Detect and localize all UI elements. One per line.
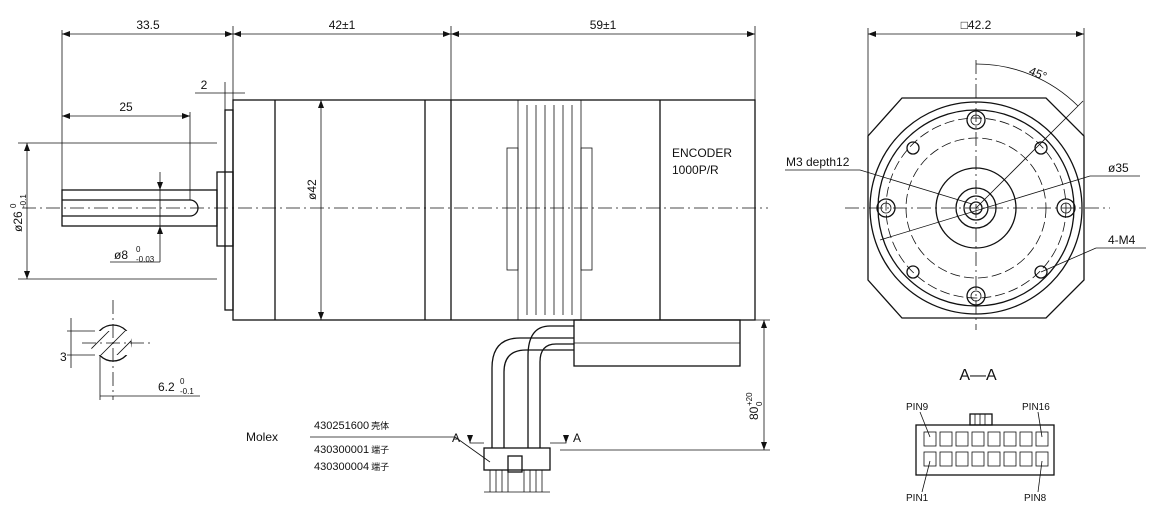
front-view: 45° □42.2 M3 depth12 ø35 4-M4 (785, 18, 1146, 330)
svg-text:80: 80 (747, 406, 761, 420)
dim-square: □42.2 (961, 18, 992, 32)
encoder-label: ENCODER (672, 146, 732, 160)
dim-shaft-length: 33.5 (136, 18, 160, 32)
svg-text:-0.03: -0.03 (136, 255, 155, 264)
dim-gearbox-length: 42±1 (329, 18, 356, 32)
label-pin8: PIN8 (1024, 493, 1047, 504)
svg-text:0: 0 (755, 401, 764, 406)
svg-text:+20: +20 (745, 392, 754, 406)
output-shaft (61, 189, 218, 227)
dim-motor-length: 59±1 (590, 18, 617, 32)
connector-plug (483, 447, 551, 493)
svg-text:-0.1: -0.1 (19, 194, 28, 208)
shaft-section: 3 6.2 0 -0.1 (60, 300, 200, 400)
svg-text:0: 0 (180, 377, 185, 386)
dim-flat-width: 6.2 0 -0.1 (158, 377, 194, 396)
front-flange-outline (867, 97, 1085, 319)
svg-text:ø8: ø8 (114, 248, 128, 262)
encoder-cables (491, 325, 574, 448)
svg-text:0: 0 (136, 245, 141, 254)
motor-fins (506, 100, 593, 320)
label-pin9: PIN9 (906, 402, 929, 413)
shaft-flat (62, 199, 199, 217)
dim-flat-length: 25 (119, 100, 133, 114)
label-m3-depth: M3 depth12 (786, 155, 850, 169)
dim-flange: 2 (201, 78, 208, 92)
section-a-a: A—A PIN9 PIN16 PIN1 PIN8 (906, 367, 1055, 504)
connector-face (915, 424, 1055, 476)
svg-text:0: 0 (9, 203, 18, 208)
svg-text:6.2: 6.2 (158, 380, 175, 394)
dim-shaft-diameter: ø8 0 -0.03 (114, 245, 155, 264)
svg-text:ø26: ø26 (11, 211, 25, 232)
label-pin16: PIN16 (1022, 402, 1050, 413)
encoder-resolution: 1000P/R (672, 163, 719, 177)
connector-brand: Molex (246, 430, 278, 444)
dim-body-diameter: ø42 (305, 179, 319, 200)
svg-text:-0.1: -0.1 (180, 387, 194, 396)
motor-body-outline (232, 99, 756, 321)
dim-cable-length: 80 +20 0 (745, 392, 764, 420)
connector-pin-grid (923, 431, 1049, 467)
dim-pilot-diameter: ø26 0 -0.1 (9, 194, 28, 232)
label-m4: 4-M4 (1108, 233, 1136, 247)
section-title: A—A (959, 367, 997, 384)
label-pin1: PIN1 (906, 493, 929, 504)
section-mark-right: A (573, 431, 581, 445)
dim-angle: 45° (1027, 64, 1049, 84)
front-holes (876, 110, 1076, 306)
label-pcd: ø35 (1108, 161, 1129, 175)
side-view: ENCODER 1000P/R 33.5 42±1 59±1 25 2 ø26 … (9, 18, 770, 493)
dim-flat-depth: 3 (60, 350, 67, 364)
